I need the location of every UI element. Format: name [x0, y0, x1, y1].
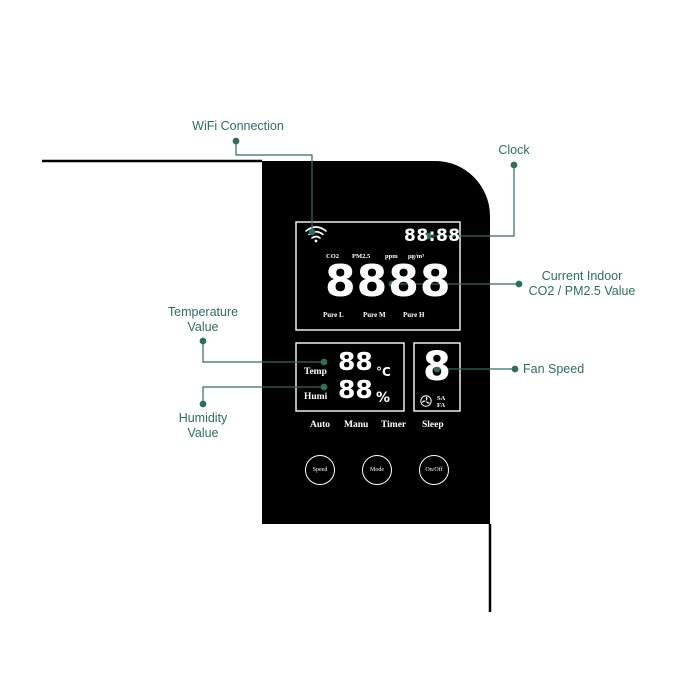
unit-ppm: ppm [385, 253, 398, 260]
wifi-leader-dot [232, 137, 240, 145]
on-off-button[interactable]: On/Off [419, 455, 449, 485]
callout-humi-line2: Value [187, 426, 219, 440]
wifi-leader-end [308, 228, 316, 236]
speed-button-label: Speed [312, 467, 328, 473]
callout-wifi: WiFi Connection [192, 119, 284, 133]
callout-fan-speed: Fan Speed [523, 362, 585, 376]
pure-low-label: Pure L [323, 311, 344, 319]
fan-display-frame [413, 342, 461, 412]
mode-button-label: Mode [370, 467, 384, 473]
wifi-leader [235, 141, 313, 232]
fan-speed-digit: 8 [423, 344, 451, 390]
callout-indoor-value: Current Indoor CO2 / PM2.5 Value [522, 269, 642, 299]
fan-mark-bottom: FA [437, 402, 446, 409]
clock-leader [428, 165, 515, 237]
callout-indoor-line2: CO2 / PM2.5 Value [528, 284, 636, 298]
main-value-display: 8888 [325, 256, 452, 307]
callout-temperature: Temperature Value [156, 305, 250, 335]
env-display-frame [295, 342, 405, 412]
unit-pm25: PM2.5 [352, 253, 371, 260]
clock-display: 88:88 [404, 226, 461, 246]
mode-manu-label: Manu [344, 420, 369, 430]
mode-auto-label: Auto [310, 420, 331, 430]
fan-leader-end [433, 365, 441, 373]
callout-clock: Clock [498, 143, 530, 157]
temp-label: Temp [304, 367, 327, 377]
mode-timer-label: Timer [381, 420, 407, 430]
speed-button[interactable]: Speed [305, 455, 335, 485]
fan-icon [420, 395, 432, 407]
fan-mark-top: SA [437, 395, 446, 402]
mode-sleep-label: Sleep [422, 420, 444, 430]
humi-leader-dot [199, 400, 207, 408]
unit-ugm3: μg/m³ [408, 253, 425, 260]
unit-co2: CO2 [326, 253, 339, 260]
pure-high-label: Pure H [403, 311, 425, 319]
mode-button[interactable]: Mode [362, 455, 392, 485]
main-display-frame [295, 221, 461, 331]
callout-humidity: Humidity Value [158, 411, 248, 441]
temp-leader [202, 341, 324, 363]
clock-leader-dot [510, 161, 518, 169]
callout-indoor-line1: Current Indoor [541, 269, 623, 283]
temp-unit: °C [376, 365, 391, 379]
temp-leader-dot [199, 337, 207, 345]
humi-leader-end [320, 383, 328, 391]
humi-unit: % [376, 390, 391, 406]
callout-temp-line1: Temperature [167, 305, 239, 319]
pure-medium-label: Pure M [363, 311, 386, 319]
callout-temp-line2: Value [187, 320, 219, 334]
temp-value-display: 88 [338, 347, 373, 376]
indoor-leader-end [388, 280, 396, 288]
humi-leader [202, 386, 324, 404]
callout-humi-line1: Humidity [178, 411, 228, 425]
humi-value-display: 88 [338, 375, 373, 404]
temp-leader-end [320, 358, 328, 366]
indoor-leader-dot [515, 280, 523, 288]
on-off-button-label: On/Off [425, 467, 443, 473]
humi-label: Humi [304, 392, 328, 402]
fan-leader-dot [511, 365, 519, 373]
clock-leader-end [424, 232, 432, 240]
